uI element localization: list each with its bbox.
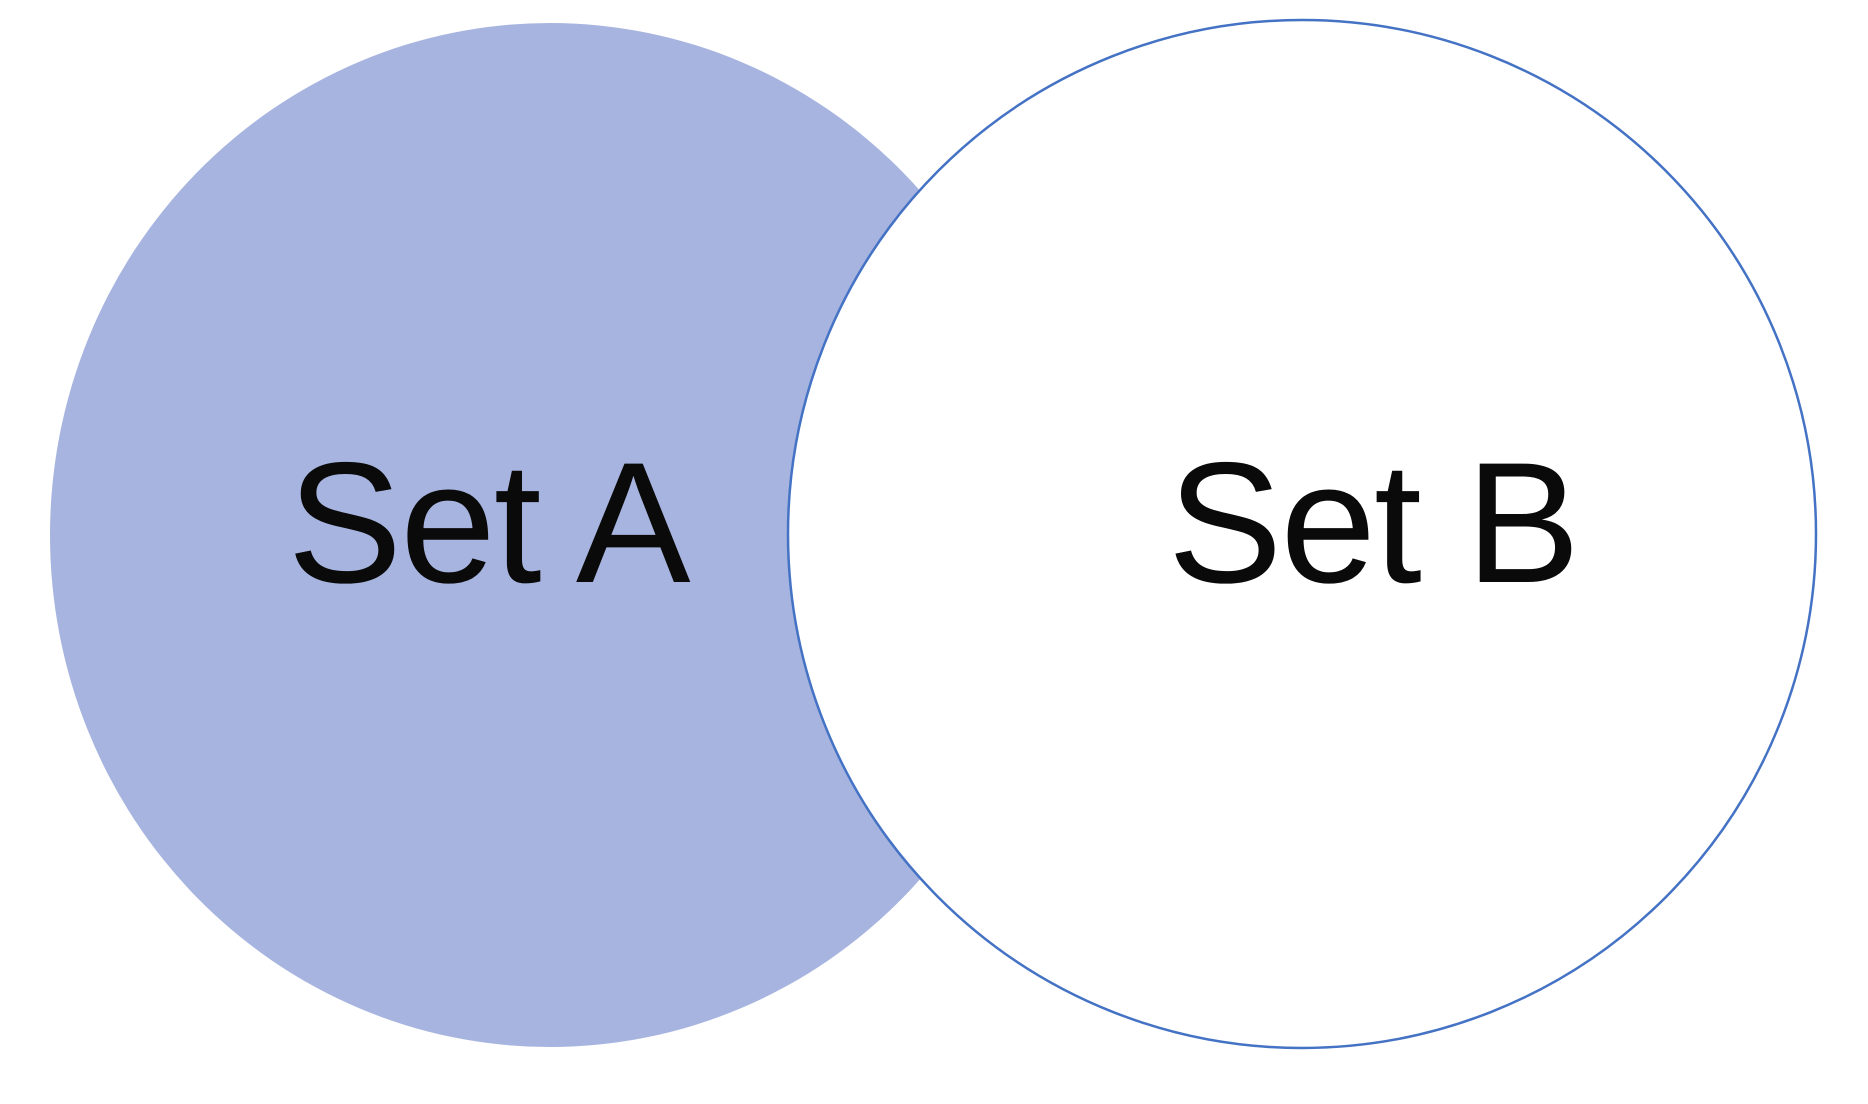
set-a-circle — [50, 23, 1050, 1047]
set-b-circle — [786, 18, 1818, 1050]
